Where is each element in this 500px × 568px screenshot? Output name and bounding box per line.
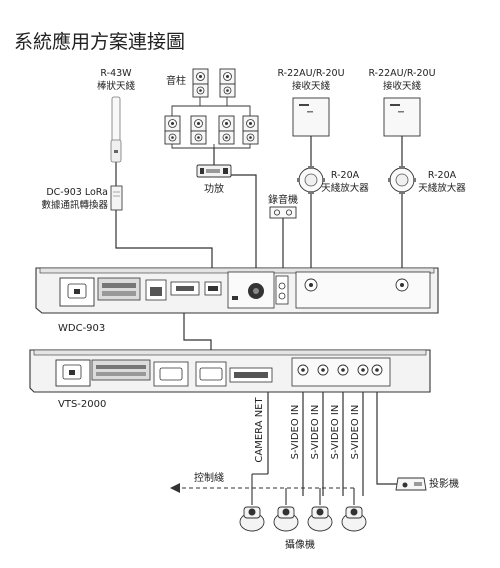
speaker-icon [190,115,207,145]
rod-antenna-model: R-43W [100,68,132,79]
lora-converter-device [110,185,123,211]
svideo-label-1: S-VIDEO IN [290,405,301,460]
diagram-title: 系統應用方案連接圖 [14,30,185,53]
camera-label: 攝像機 [285,538,315,551]
camera-4-icon [341,506,367,532]
receiver-antenna-2-desc: 接收天綫 [383,80,422,92]
control-line-label: 控制綫 [194,471,224,484]
receiver-antenna-1-model: R-22AU/R-20U [277,68,344,79]
svideo-label-3: S-VIDEO IN [330,405,341,460]
wdc-903-label: WDC-903 [58,323,105,334]
booster-2-desc: 天綫放大器 [418,182,466,194]
recorder-device [269,206,297,219]
amplifier-device [196,164,232,178]
svideo-label-4: S-VIDEO IN [350,405,361,460]
projector-device [395,477,427,491]
camera-net-label: CAMERA NET [254,396,265,462]
camera-3-icon [307,506,333,532]
receiver-antenna-2-model: R-22AU/R-20U [368,68,435,79]
recorder-label: 錄音機 [268,193,298,206]
camera-1-icon [239,506,265,532]
speaker-label: 音柱 [166,74,186,87]
vts-2000-unit [29,349,431,393]
speaker-icon [192,68,209,98]
receiver-antenna-1-desc: 接收天綫 [292,80,331,92]
projector-label: 投影機 [429,477,459,490]
speaker-icon [242,115,259,145]
booster-2-model: R-20A [428,170,457,181]
receiver-antenna-2-device [383,97,421,137]
booster-2-device [388,166,416,194]
amplifier-label: 功放 [204,182,224,195]
camera-2-icon [273,506,299,532]
speaker-group [164,68,259,149]
wdc-903-unit [35,267,439,314]
speaker-icon [164,115,181,145]
booster-1-model: R-20A [331,170,360,181]
arrow-left-icon [170,483,180,493]
vts-2000-label: VTS-2000 [58,399,106,410]
lora-model: DC-903 LoRa [46,187,108,198]
booster-1-desc: 天綫放大器 [321,182,369,194]
control-line [182,473,356,505]
svideo-label-2: S-VIDEO IN [310,405,321,460]
lora-desc: 數據通訊轉換器 [41,199,108,211]
rod-antenna-device [110,96,122,163]
booster-1-device [297,166,325,194]
speaker-icon [218,115,235,145]
receiver-antenna-1-device [292,97,330,137]
rod-antenna-desc: 棒狀天綫 [97,80,136,92]
speaker-icon [219,68,236,98]
